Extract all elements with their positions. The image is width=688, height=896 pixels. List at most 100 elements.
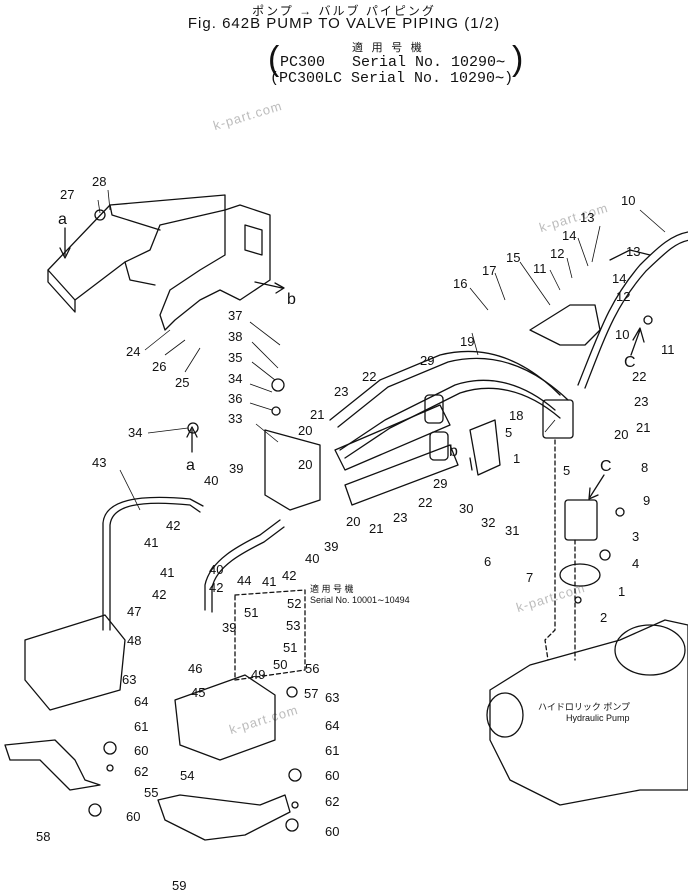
pipe-44 [204, 519, 281, 611]
tie-line [544, 439, 556, 661]
pump-label-jp: ハイドロリック ポンプ [538, 702, 631, 712]
callout: 63 [122, 672, 136, 687]
callout: 40 [305, 551, 319, 566]
callout: 23 [634, 394, 648, 409]
callout: 39 [324, 539, 338, 554]
callout: 22 [418, 495, 432, 510]
reference-letters: a b a b C C [58, 211, 636, 475]
callout: 5 [505, 425, 512, 440]
callout: 41 [144, 535, 158, 550]
callout: 25 [175, 375, 189, 390]
callout: 27 [60, 187, 74, 202]
bracket-left: ( [268, 40, 280, 78]
pump-label-en: Hydraulic Pump [566, 713, 630, 723]
callout: 16 [453, 276, 467, 291]
callout: 28 [92, 174, 106, 189]
applicability-label: 適 用 号 機 [352, 43, 423, 55]
callout: 35 [228, 350, 242, 365]
callout: 10 [615, 327, 629, 342]
ref-letter: b [449, 443, 458, 460]
callout: 21 [310, 407, 324, 422]
callout: 36 [228, 391, 242, 406]
model-row-2: (PC300LC Serial No. 10290∼) [270, 71, 513, 87]
callout: 12 [616, 289, 630, 304]
callout: 20 [298, 423, 312, 438]
callout: 45 [191, 685, 205, 700]
clamp-bracket [469, 419, 501, 476]
callout: 62 [134, 764, 148, 779]
serial-note-label: 適 用 号 機 [310, 584, 354, 594]
model-serial: Serial No. 10290∼ [352, 54, 506, 71]
callout: 13 [580, 210, 594, 225]
ref-letter: C [600, 458, 612, 475]
callout: 34 [128, 425, 142, 440]
callout: 3 [632, 529, 639, 544]
callout: 60 [325, 768, 339, 783]
callout: 37 [228, 308, 242, 323]
callout: 13 [626, 244, 640, 259]
pump-label: ハイドロリック ポンプ Hydraulic Pump [538, 702, 630, 724]
callout: 42 [152, 587, 166, 602]
callout: 49 [251, 667, 265, 682]
ref-arrow [588, 474, 605, 500]
callout: 10 [621, 193, 635, 208]
callout: 44 [237, 573, 251, 588]
hydraulic-pump [489, 619, 688, 806]
callout: 33 [228, 411, 242, 426]
callout: 63 [325, 690, 339, 705]
callout: 11 [533, 261, 547, 276]
callout: 23 [393, 510, 407, 525]
callout: 5 [563, 463, 570, 478]
callout: 53 [286, 618, 300, 633]
figure-title: Fig. 642B PUMP TO VALVE PIPING (1/2) [187, 15, 501, 32]
serial-note: 適 用 号 機 Serial No. 10001∼10494 [310, 584, 410, 606]
hose-assembly [334, 394, 459, 506]
callout: 12 [550, 246, 564, 261]
callout: 34 [228, 371, 242, 386]
callout: 19 [460, 334, 474, 349]
model-row-1: PC300 Serial No. 10290∼ [280, 55, 505, 71]
bracket-assembly [47, 194, 271, 331]
callout: 20 [614, 427, 628, 442]
callout: 24 [126, 344, 140, 359]
ref-letter: a [58, 211, 67, 228]
ref-letter: b [287, 291, 296, 308]
ref-arrow [254, 281, 285, 294]
model-name: (PC300LC [270, 70, 343, 87]
callout: 42 [166, 518, 180, 533]
callout: 56 [305, 661, 319, 676]
callout: 31 [505, 523, 519, 538]
callout: 41 [160, 565, 174, 580]
callout: 52 [287, 596, 301, 611]
callout: 41 [262, 574, 276, 589]
callout: 51 [283, 640, 297, 655]
model-serial: Serial No. 10290∼) [351, 70, 514, 87]
callout: 20 [298, 457, 312, 472]
callout: 30 [459, 501, 473, 516]
callout: 23 [334, 384, 348, 399]
callout: 58 [36, 829, 50, 844]
ref-arrow [630, 327, 645, 356]
flange [559, 563, 601, 587]
callout: 29 [433, 476, 447, 491]
control-valve [24, 614, 126, 711]
callout: 62 [325, 794, 339, 809]
callout: 14 [612, 271, 626, 286]
control-valve [174, 674, 276, 761]
inset-frame [234, 589, 306, 681]
pipe-43 [109, 502, 201, 631]
bracket-58 [4, 739, 101, 791]
callout: 1 [513, 451, 520, 466]
callout: 50 [273, 657, 287, 672]
callout: 18 [509, 408, 523, 423]
title-japanese: ポンプ → バルブ パイピング [252, 4, 436, 18]
callout: 60 [126, 809, 140, 824]
callout: 38 [228, 329, 242, 344]
callout: 57 [304, 686, 318, 701]
callout: 61 [134, 719, 148, 734]
bracket-right: ) [512, 40, 524, 78]
ref-letter: C [624, 354, 636, 371]
callout: 6 [484, 554, 491, 569]
callout: 14 [562, 228, 576, 243]
